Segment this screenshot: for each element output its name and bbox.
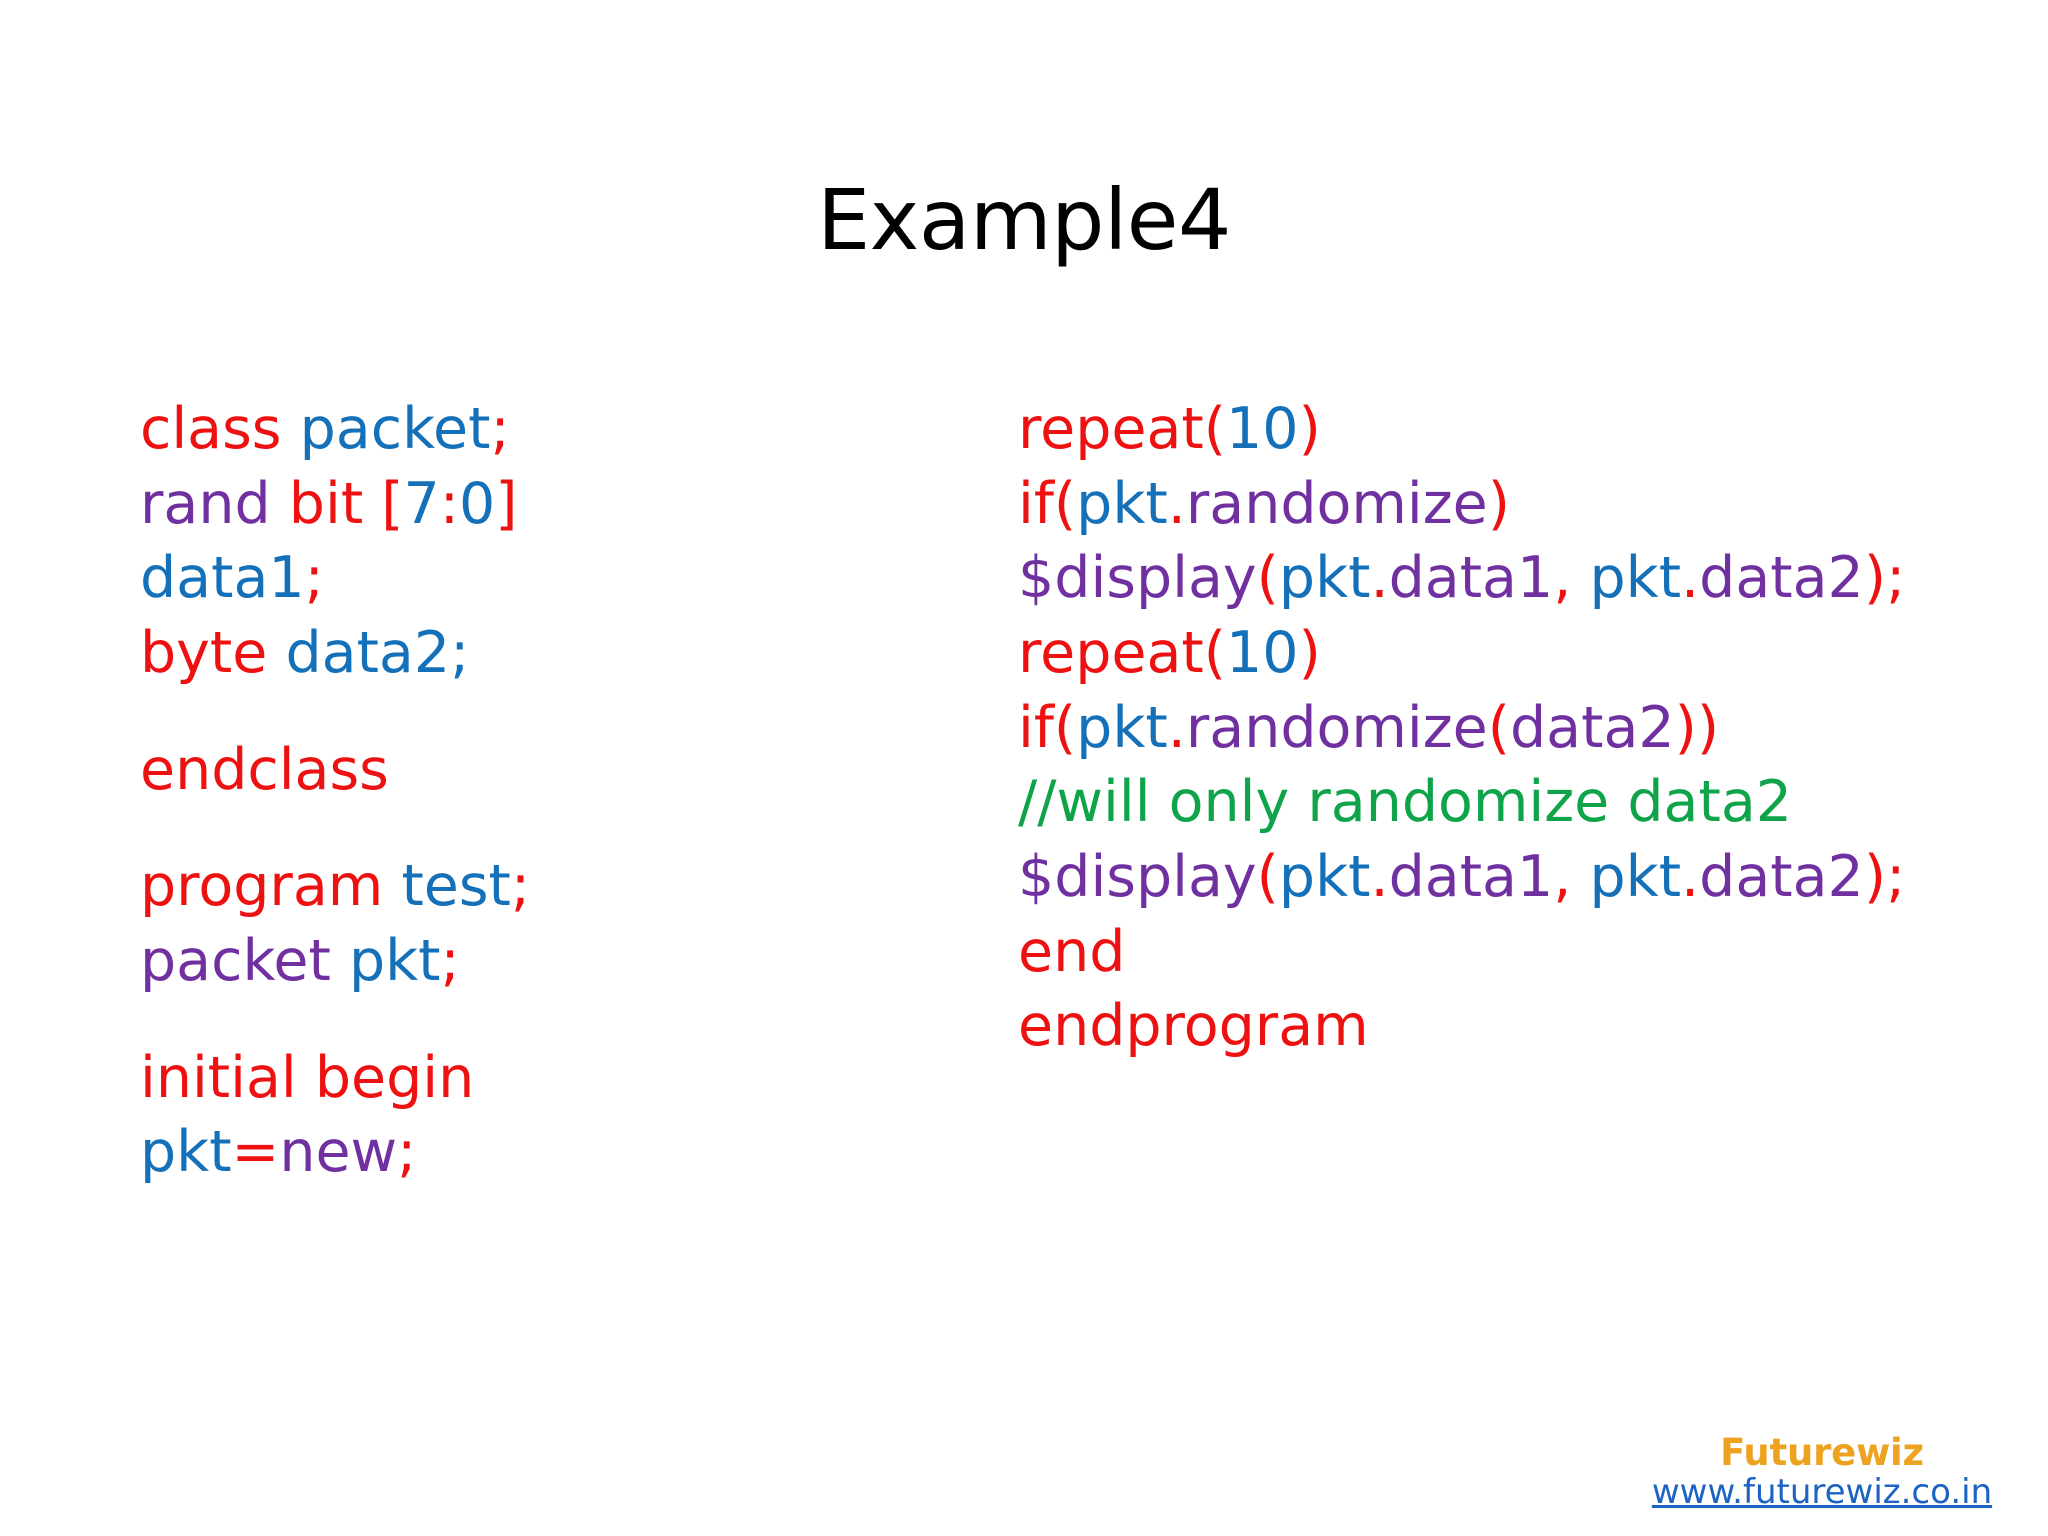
code-token: . [1370,545,1389,612]
code-token: randomize [1185,694,1488,761]
code-line: class packet; [140,392,700,467]
code-token: )) [1674,694,1720,761]
code-token: endclass [140,736,389,803]
code-token: pkt [140,1119,232,1186]
code-line: program test; packet pkt; [140,849,700,998]
code-token: ) [1487,470,1510,537]
code-token: repeat( [1018,619,1227,686]
code-token: ( [1256,545,1279,612]
code-token: endprogram [1018,993,1369,1060]
code-token: program [140,853,402,920]
code-token: ( [1256,843,1279,910]
code-token: ) [1298,396,1321,462]
code-token: pkt [348,927,441,994]
code-token: bit [ [288,470,404,537]
code-line: if(pkt.randomize(data2)) [1018,691,1978,766]
code-token: end [1018,918,1126,985]
code-token: ) [1298,619,1321,686]
code-token: , [1553,843,1590,910]
code-token: ; [397,1119,417,1186]
code-token: data1 [140,545,305,612]
code-token: //will only randomize data2 [1018,769,1793,836]
code-line: $display(pkt.data1, pkt.data2); end [1018,840,1978,989]
code-token: data2 [1509,694,1675,761]
code-line: if(pkt.randomize) [1018,467,1978,542]
brand-name: Futurewiz [1720,1431,1924,1474]
code-token: $display [1018,545,1257,612]
code-line: endclass [140,733,700,808]
code-token: randomize [1185,470,1488,537]
code-line: initial begin [140,1041,700,1116]
footer-logo: Futurewiz www.futurewiz.co.in [1596,1432,2048,1513]
code-token: ); [1863,843,1924,910]
code-line: //will only randomize data2 [1018,765,1978,840]
code-token: data2; [285,619,470,686]
code-token: $display [1018,843,1257,910]
code-token: . [1681,545,1700,612]
code-token: . [1167,694,1186,761]
code-block-left: class packet;rand bit [7:0] data1;byte d… [140,392,700,1190]
code-line: repeat(10) [1018,392,1978,467]
code-token: byte [140,619,286,686]
code-token: . [1167,470,1186,537]
code-token: new [279,1119,398,1186]
code-token: if( [1018,694,1077,761]
code-block-right: repeat(10)if(pkt.randomize)$display(pkt.… [1018,392,1978,1064]
code-token: 0 [459,470,496,537]
code-line: endprogram [1018,989,1978,1064]
page-title: Example4 [817,171,1231,269]
code-token: : [439,470,460,537]
code-token: pkt [1076,470,1168,537]
code-token: pkt [1278,843,1371,910]
website-link[interactable]: www.futurewiz.co.in [1651,1472,1993,1513]
code-token: pkt [1589,843,1682,910]
code-token: test [401,853,511,920]
code-token: ; [510,853,549,920]
code-token: repeat( [1018,396,1227,462]
code-token: . [1681,843,1700,910]
code-token: 7 [403,470,440,537]
code-token: initial begin [140,1044,475,1111]
code-token: data2 [1699,545,1864,612]
code-token: . [1370,843,1389,910]
code-token: rand [140,470,289,537]
code-token: packet [299,396,491,462]
code-token: ; [304,545,324,612]
code-token: pkt [1589,545,1682,612]
code-token: if( [1018,470,1077,537]
code-token: data2 [1699,843,1864,910]
code-token: class [140,396,300,462]
code-token: pkt [1278,545,1371,612]
code-line: rand bit [7:0] data1; [140,467,700,616]
code-token: packet [140,927,349,994]
code-token: ); [1863,545,1924,612]
code-line: pkt=new; [140,1115,700,1190]
code-token: data1 [1388,545,1554,612]
code-token: , [1553,545,1590,612]
code-token: pkt [1076,694,1168,761]
code-token: 10 [1226,619,1299,686]
code-line: byte data2; [140,616,700,691]
code-token: 10 [1226,396,1299,462]
code-token: ; [490,396,510,462]
code-token: ; [440,927,460,994]
code-token: ] [495,470,536,537]
code-line: $display(pkt.data1, pkt.data2); repeat(1… [1018,541,1978,690]
code-token: data1 [1388,843,1554,910]
code-token: = [231,1119,280,1186]
code-token: ( [1487,694,1510,761]
